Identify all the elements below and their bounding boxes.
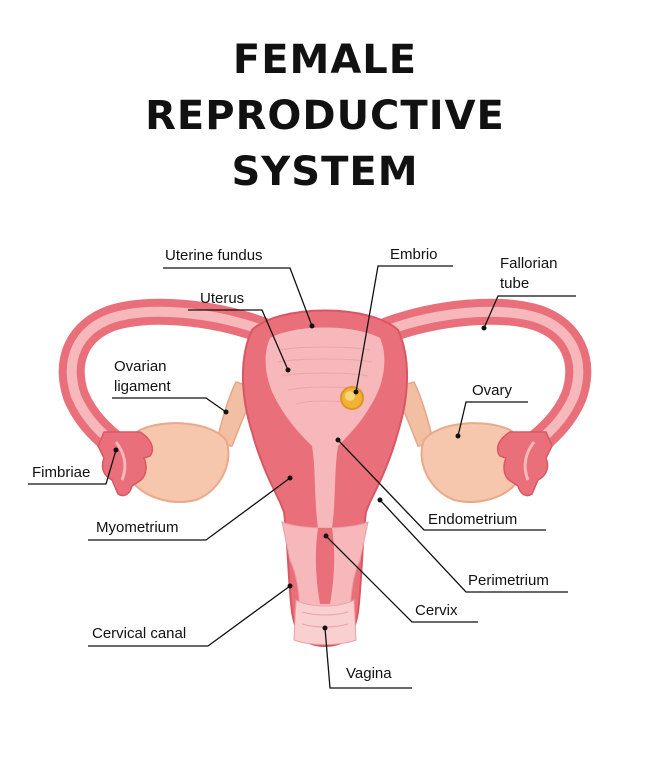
- label-fallorian-tube-line-2: tube: [500, 275, 529, 292]
- leader-cervix: [325, 535, 478, 623]
- leader-uterus: [188, 309, 289, 371]
- label-cervix: Cervix: [415, 602, 458, 619]
- leader-fimbriae: [28, 449, 117, 485]
- label-uterine-fundus: Uterine fundus: [165, 247, 263, 264]
- leader-dots: [113, 323, 487, 631]
- label-endometrium: Endometrium: [428, 511, 517, 528]
- label-cervical-canal: Cervical canal: [92, 625, 186, 642]
- left-fimbriae: [97, 431, 154, 497]
- leader-lines: [28, 265, 576, 689]
- leader-fallorian-tube: [483, 295, 576, 329]
- leader-uterine-fundus: [163, 267, 313, 327]
- title-line-1: FEMALE: [232, 37, 418, 83]
- label-myometrium: Myometrium: [96, 519, 179, 536]
- cervical-canal-shape: [315, 528, 335, 604]
- label-ovarian-ligament-line-1: Ovarian: [114, 358, 167, 375]
- label-embrio: Embrio: [390, 246, 438, 263]
- leader-ovary: [457, 401, 528, 437]
- label-vagina: Vagina: [346, 665, 392, 682]
- leader-embrio: [355, 265, 453, 393]
- title-line-2: REPRODUCTIVE: [145, 93, 505, 139]
- title-line-3: SYSTEM: [231, 149, 419, 195]
- vagina-shape: [293, 599, 357, 645]
- leader-perimetrium: [379, 499, 568, 593]
- label-ovarian-ligament-line-2: ligament: [114, 378, 172, 395]
- label-uterus: Uterus: [200, 290, 244, 307]
- uterine-cavity: [265, 327, 385, 528]
- leader-ovarian-ligament: [112, 397, 227, 413]
- leader-endometrium: [337, 439, 546, 531]
- leader-cervical-canal: [88, 585, 291, 647]
- label-ovary: Ovary: [472, 382, 513, 399]
- label-perimetrium: Perimetrium: [468, 572, 549, 589]
- label-fimbriae: Fimbriae: [32, 464, 90, 481]
- right-fimbriae: [496, 431, 553, 497]
- leader-myometrium: [88, 477, 291, 541]
- leader-vagina: [324, 627, 412, 689]
- label-fallorian-tube-line-1: Fallorian: [500, 255, 558, 272]
